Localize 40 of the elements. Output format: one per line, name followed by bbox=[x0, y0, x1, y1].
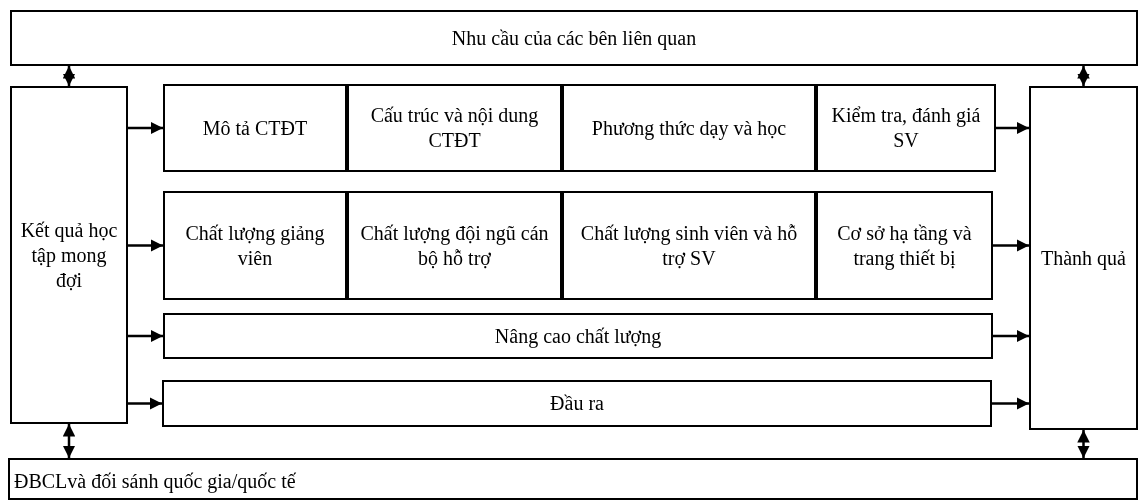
arrow bbox=[1077, 430, 1090, 458]
box-label: Cấu trúc và nội dung CTĐT bbox=[369, 103, 540, 153]
process-box bbox=[816, 84, 996, 172]
process-box bbox=[347, 84, 562, 172]
process-box bbox=[1029, 86, 1138, 430]
process-box bbox=[562, 191, 816, 300]
arrow bbox=[993, 329, 1029, 343]
process-box bbox=[163, 84, 347, 172]
box-label: Kiểm tra, đánh giá SV bbox=[830, 103, 982, 153]
arrow bbox=[62, 424, 76, 458]
process-box bbox=[10, 86, 128, 424]
arrow bbox=[128, 329, 163, 343]
box-label: Đầu ra bbox=[550, 391, 604, 416]
arrow bbox=[993, 239, 1029, 252]
arrow bbox=[128, 239, 163, 252]
box-label: Nâng cao chất lượng bbox=[494, 323, 662, 349]
box-label: Chất lượng đội ngũ cán bộ hỗ trợ bbox=[359, 220, 550, 271]
arrow bbox=[62, 66, 76, 86]
box-label: Thành quả bbox=[1041, 245, 1126, 271]
box-label: Kết quả học tập mong đợi bbox=[19, 217, 119, 293]
box-label: Nhu cầu của các bên liên quan bbox=[451, 25, 697, 51]
box-label: ĐBCLvà đối sánh quốc gia/quốc tế bbox=[14, 468, 296, 494]
box-label: Chất lượng giảng viên bbox=[184, 220, 326, 271]
process-box bbox=[816, 191, 993, 300]
arrow bbox=[996, 121, 1029, 135]
arrow bbox=[1077, 66, 1090, 86]
process-box bbox=[163, 313, 993, 359]
box-label: Chất lượng sinh viên và hỗ trợ SV bbox=[579, 220, 799, 271]
box-label: Mô tả CTĐT bbox=[202, 115, 308, 141]
arrow bbox=[992, 397, 1029, 410]
process-box bbox=[163, 191, 347, 300]
process-box bbox=[162, 380, 992, 427]
process-box bbox=[8, 458, 1138, 500]
process-box bbox=[347, 191, 562, 300]
box-label: Cơ sở hạ tầng và trang thiết bị bbox=[836, 220, 973, 271]
process-box bbox=[10, 10, 1138, 66]
process-box bbox=[562, 84, 816, 172]
arrow bbox=[128, 121, 163, 135]
box-label: Phương thức dạy và học bbox=[591, 115, 787, 141]
arrow bbox=[128, 397, 162, 410]
